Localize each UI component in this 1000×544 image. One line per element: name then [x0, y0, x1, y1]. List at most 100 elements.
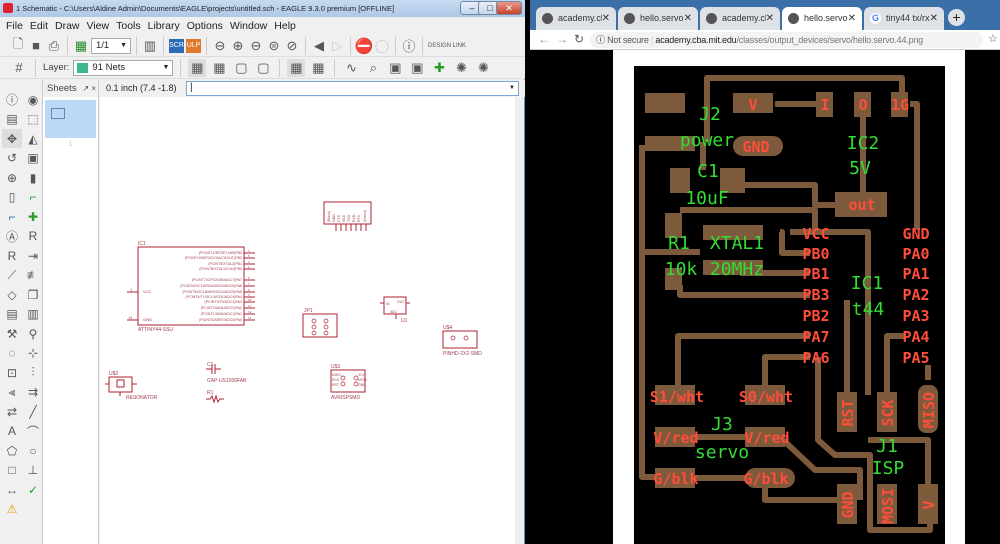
schematic-canvas[interactable]: IC1 VCC GND 1 14 ATTINY44-SSU (PCINT11/R… — [100, 97, 520, 544]
layer-view-3-icon[interactable]: ▢ — [235, 59, 248, 75]
paint-tool-icon[interactable]: ⚲ — [28, 326, 38, 341]
line-tool-icon[interactable]: ╱ — [29, 404, 37, 419]
split-tool-icon[interactable]: ⟋ — [7, 267, 17, 282]
undo-icon[interactable]: ◀ — [314, 37, 324, 53]
browser-tab[interactable]: academy.cba.mi✕ — [700, 7, 780, 30]
layer-view-4-icon[interactable]: ▢ — [257, 59, 270, 75]
bus-split-tool-icon[interactable]: ⫷ — [8, 384, 16, 399]
settings-1-icon[interactable]: ✺ — [455, 59, 467, 75]
tab-close-icon[interactable]: ✕ — [929, 13, 938, 24]
print-icon[interactable]: ⎙ — [48, 37, 60, 53]
forward-icon[interactable]: → — [556, 32, 568, 46]
add-part-tool-icon[interactable]: ▣ — [27, 151, 39, 165]
zoom-fit-icon[interactable]: ⊖ — [214, 37, 226, 53]
text-tool-icon[interactable]: A — [7, 424, 16, 438]
new-file-icon[interactable]: 🗋 — [12, 35, 24, 51]
help-icon[interactable]: ⓘ — [402, 39, 416, 54]
command-input[interactable]: |▼ — [186, 81, 519, 96]
new-tab-button[interactable]: + — [948, 9, 965, 26]
wrench-tool-icon[interactable]: ⚒ — [6, 326, 18, 341]
circle-tool-icon[interactable]: ○ — [29, 443, 37, 458]
command-dropdown-icon[interactable]: ▼ — [509, 85, 515, 91]
erc-tool-icon[interactable]: ✓ — [27, 482, 39, 497]
rotate-tool-icon[interactable]: ↺ — [6, 151, 18, 165]
menu-edit[interactable]: Edit — [29, 20, 49, 32]
menu-tools[interactable]: Tools — [116, 20, 141, 32]
tag-tool-icon[interactable]: ◇ — [7, 287, 17, 302]
layer-select[interactable]: 91 Nets▼ — [73, 59, 174, 76]
label-tool-icon[interactable]: Ⓐ — [5, 229, 18, 244]
delete-tool-icon[interactable]: ▥ — [27, 307, 39, 321]
layer-view-6-icon[interactable]: ▦ — [312, 59, 325, 75]
wire-icon[interactable]: ∿ — [345, 59, 357, 75]
line-blue-tool-icon[interactable]: ⌐ — [8, 209, 16, 224]
polygon-tool-icon[interactable]: ⬠ — [6, 443, 18, 458]
menu-draw[interactable]: Draw — [55, 20, 80, 32]
grid-icon[interactable]: # — [15, 60, 23, 75]
menu-window[interactable]: Window — [229, 20, 268, 32]
smash-tool-icon[interactable]: ⊡ — [6, 365, 18, 380]
add-link-icon[interactable]: ✚ — [433, 59, 445, 75]
arrow-tool-icon[interactable]: ⇥ — [27, 248, 39, 263]
back-icon[interactable]: ← — [538, 32, 550, 46]
sheet-thumbnail[interactable] — [45, 100, 96, 138]
select-group-tool-icon[interactable]: ⬚ — [27, 112, 39, 126]
gate-tool-icon[interactable]: ⊹ — [27, 346, 39, 360]
copy-tool-icon[interactable]: ❐ — [27, 287, 39, 302]
mirror-tool-icon[interactable]: ◭ — [28, 131, 38, 146]
close-button[interactable]: ✕ — [496, 1, 522, 15]
sheet-select[interactable]: 1/1▼ — [91, 37, 131, 54]
browser-tab-active[interactable]: hello.servo.44.p✕ — [782, 7, 862, 30]
dashed-circle-tool-icon[interactable]: ◌ — [8, 346, 16, 360]
part-icon[interactable]: ▣ — [389, 59, 402, 75]
eye-tool-icon[interactable]: ◉ — [27, 92, 39, 107]
info-tool-icon[interactable]: ⓘ — [5, 93, 18, 107]
browser-tab[interactable]: academy.cba.mi✕ — [536, 7, 616, 30]
menu-library[interactable]: Library — [147, 20, 180, 32]
menu-view[interactable]: View — [86, 20, 110, 32]
stop-icon[interactable]: ⛔ — [354, 37, 374, 55]
layer-view-1-icon[interactable]: ▦ — [188, 58, 207, 77]
add-pin-tool-icon[interactable]: ⊕ — [6, 170, 18, 185]
optimize-tool-icon[interactable]: ≢ — [27, 268, 39, 282]
design-link-button[interactable]: DESIGN LINK — [428, 42, 467, 49]
tab-close-icon[interactable]: ✕ — [847, 13, 856, 24]
replace-tool-icon[interactable]: ▮ — [29, 170, 37, 185]
line-green-tool-icon[interactable]: ⌐ — [29, 190, 37, 204]
layer-view-5-icon[interactable]: ▦ — [287, 58, 306, 77]
copy-part-tool-icon[interactable]: ▯ — [8, 190, 16, 204]
zoom-select-icon[interactable]: ⊜ — [268, 37, 280, 53]
zoom-in-icon[interactable]: ⊕ — [232, 37, 244, 53]
menu-file[interactable]: File — [6, 20, 23, 32]
zoom-last-icon[interactable]: ⊘ — [286, 37, 298, 53]
layers-tool-icon[interactable]: ▤ — [6, 112, 18, 126]
inspect-icon[interactable]: ⌕ — [369, 59, 378, 75]
rectangle-tool-icon[interactable]: □ — [8, 463, 16, 477]
pin-swap-tool-icon[interactable]: ⇄ — [6, 404, 18, 419]
tab-close-icon[interactable]: ✕ — [683, 13, 692, 24]
junction-tool-icon[interactable]: ✚ — [27, 209, 39, 224]
part-alt-icon[interactable]: ▣ — [411, 59, 424, 75]
canvas-scrollbar[interactable] — [515, 97, 520, 544]
sch-brd-switch-icon[interactable]: ▦ — [74, 37, 88, 53]
arc-tool-icon[interactable]: ⌒ — [26, 424, 39, 439]
net-tool-icon[interactable]: ⇉ — [27, 385, 39, 399]
reload-icon[interactable]: ↻ — [574, 32, 585, 46]
zoom-out-icon[interactable]: ⊖ — [250, 37, 262, 53]
settings-2-icon[interactable]: ✺ — [477, 59, 489, 75]
move-tool-icon[interactable]: ✥ — [2, 129, 22, 148]
layer-view-2-icon[interactable]: ▦ — [213, 59, 226, 75]
url-field[interactable]: ⓘ Not secure | academy.cba.mit.edu/class… — [590, 32, 983, 48]
bus-group-tool-icon[interactable]: ⫶ — [31, 365, 35, 379]
menu-help[interactable]: Help — [274, 20, 296, 32]
warning-tool-icon[interactable]: ⚠ — [6, 502, 18, 516]
tab-close-icon[interactable]: ✕ — [765, 13, 774, 24]
paste-tool-icon[interactable]: ▤ — [6, 307, 18, 321]
browser-tab[interactable]: hello.servo.44.jp✕ — [618, 7, 698, 30]
bookmark-star-icon[interactable]: ☆ — [988, 33, 998, 45]
ulp-button[interactable]: ULP — [186, 38, 201, 53]
value-tool-icon[interactable]: R — [7, 248, 17, 263]
tab-close-icon[interactable]: ✕ — [601, 13, 610, 24]
save-icon[interactable]: ■ — [32, 38, 40, 53]
